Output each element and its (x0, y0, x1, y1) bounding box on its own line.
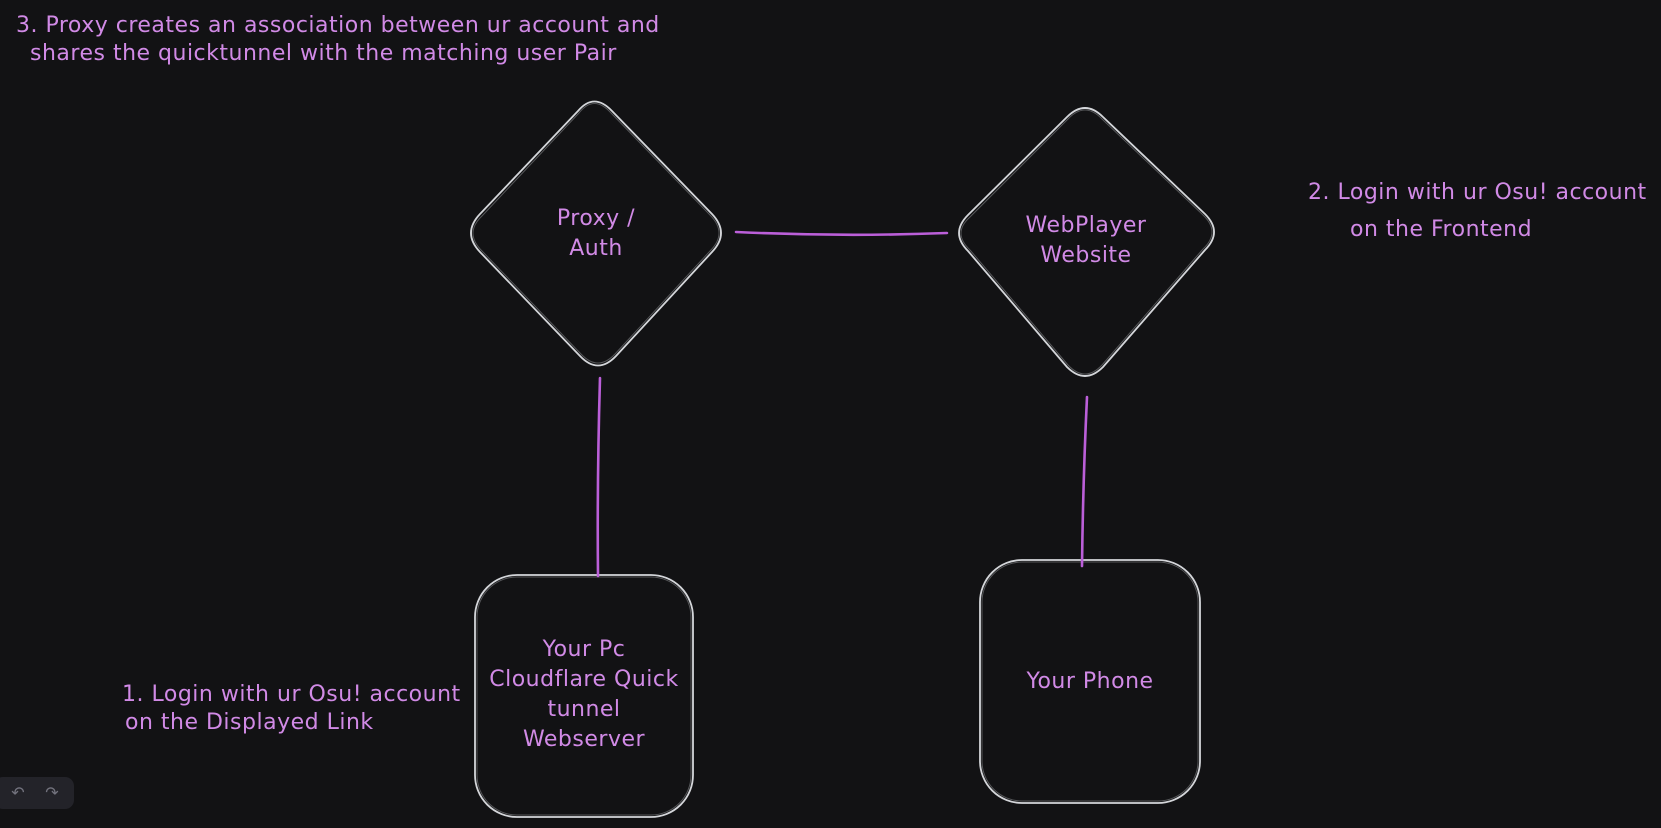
connector-webplayer-to-phone[interactable] (1080, 395, 1089, 568)
undo-button[interactable]: ↶ (4, 779, 32, 807)
redo-button[interactable]: ↷ (38, 779, 66, 807)
annotation-line: shares the quicktunnel with the matching… (30, 41, 617, 66)
label-line: Auth (569, 236, 623, 261)
annotation-line: 2. Login with ur Osu! account (1308, 180, 1647, 205)
rect-pc-tunnel-sketch-stroke (476, 576, 692, 816)
label-line: Your Pc (542, 637, 626, 662)
label-line: Proxy / (556, 206, 636, 231)
connector-proxy-to-webplayer[interactable] (734, 230, 949, 237)
annotation-line: 1. Login with ur Osu! account (122, 682, 461, 707)
diamond-webplayer-sketch-stroke (960, 109, 1213, 375)
label-phone: Your Phone (970, 667, 1210, 697)
history-toolbar: ↶ ↷ (0, 777, 74, 809)
rect-phone[interactable] (979, 559, 1201, 804)
annotation-line: on the Frontend (1350, 217, 1533, 242)
diamond-webplayer[interactable] (958, 107, 1215, 377)
undo-icon: ↶ (11, 783, 25, 802)
label-line: Website (1040, 243, 1132, 268)
label-proxy-auth: Proxy / Auth (476, 204, 716, 264)
label-line: WebPlayer (1025, 213, 1147, 238)
annotation-line: 3. Proxy creates an association between … (16, 13, 660, 38)
annotation-line: on the Displayed Link (125, 710, 374, 735)
redo-icon: ↷ (45, 783, 59, 802)
annotation-step2[interactable]: 2. Login with ur Osu! account on the Fro… (1308, 174, 1647, 248)
rect-pc-tunnel[interactable] (474, 574, 694, 818)
diamond-proxy-auth-sketch-stroke (472, 103, 720, 364)
label-webplayer: WebPlayer Website (966, 211, 1206, 271)
rect-phone-sketch-stroke (981, 561, 1199, 802)
annotation-step3[interactable]: 3. Proxy creates an association between … (16, 12, 660, 68)
label-line: Cloudflare Quick (489, 667, 679, 692)
connector-proxy-to-pc[interactable] (596, 376, 602, 578)
annotation-step1[interactable]: 1. Login with ur Osu! account on the Dis… (122, 681, 461, 737)
label-pc-tunnel: Your Pc Cloudflare Quick tunnel Webserve… (464, 635, 704, 755)
label-line: Your Phone (1026, 669, 1154, 694)
diamond-proxy-auth[interactable] (470, 100, 722, 367)
label-line: Webserver (522, 727, 646, 752)
label-line: tunnel (547, 697, 621, 722)
